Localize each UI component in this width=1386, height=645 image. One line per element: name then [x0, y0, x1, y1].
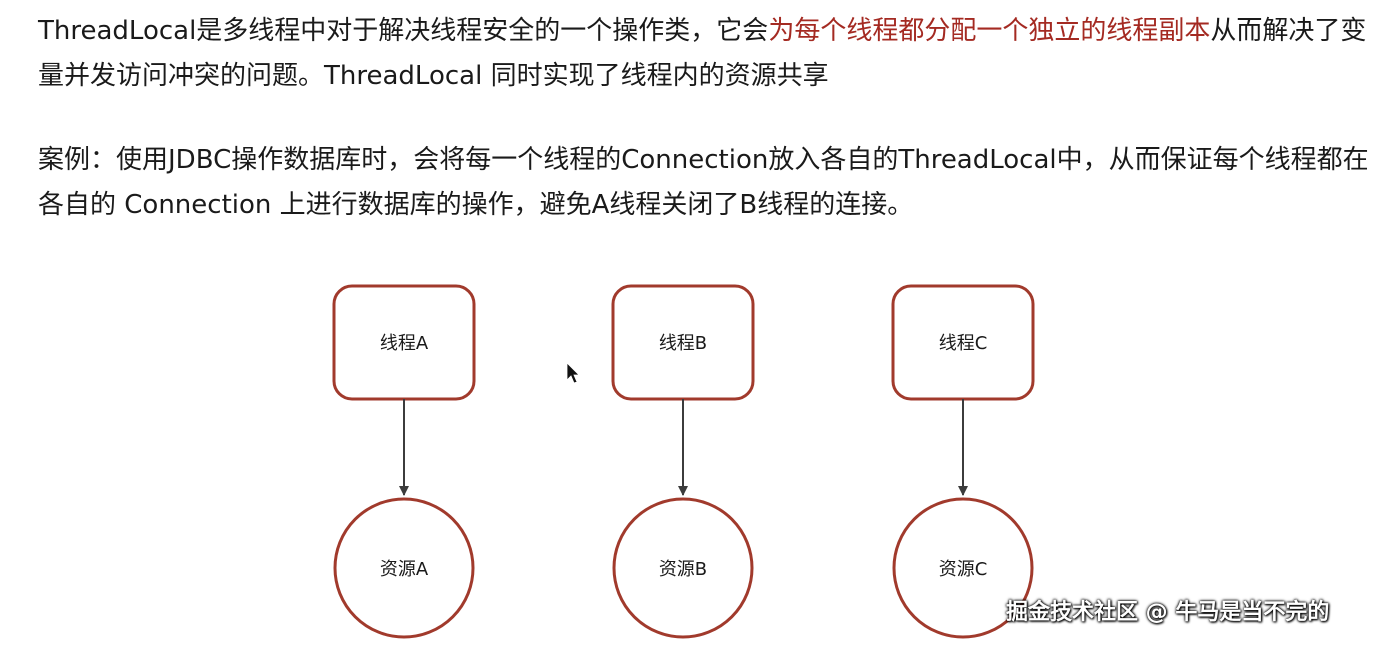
resource-label-a: 资源A [380, 559, 429, 580]
thread-label-a: 线程A [380, 333, 429, 354]
column-b: 线程B 资源B [611, 284, 755, 639]
example-paragraph: 案例：使用JDBC操作数据库时，会将每一个线程的Connection放入各自的T… [38, 145, 1369, 220]
intro-highlight: 为每个线程都分配一个独立的线程副本 [768, 16, 1211, 46]
column-c: 线程C 资源C [891, 284, 1035, 639]
intro-text-end: 从而解决了变量并发访问冲突的问题。ThreadLocal 同时实现了线程内的资源… [38, 16, 1367, 91]
resource-label-c: 资源C [939, 559, 988, 580]
resource-label-b: 资源B [659, 559, 707, 580]
mouse-cursor-icon [566, 362, 580, 384]
thread-label-b: 线程B [659, 333, 707, 354]
intro-text-start: ThreadLocal是多线程中对于解决线程安全的一个操作类，它会 [38, 16, 769, 46]
resource-node-b [612, 497, 754, 639]
watermark: 掘金技术社区 @ 牛马是当不完的 [1006, 600, 1330, 625]
column-a: 线程A 资源A [332, 284, 476, 639]
thread-label-c: 线程C [939, 333, 988, 354]
resource-node-a [333, 497, 475, 639]
intro-paragraph: ThreadLocal是多线程中对于解决线程安全的一个操作类，它会为每个线程都分… [38, 9, 1373, 99]
resource-node-c [892, 497, 1034, 639]
